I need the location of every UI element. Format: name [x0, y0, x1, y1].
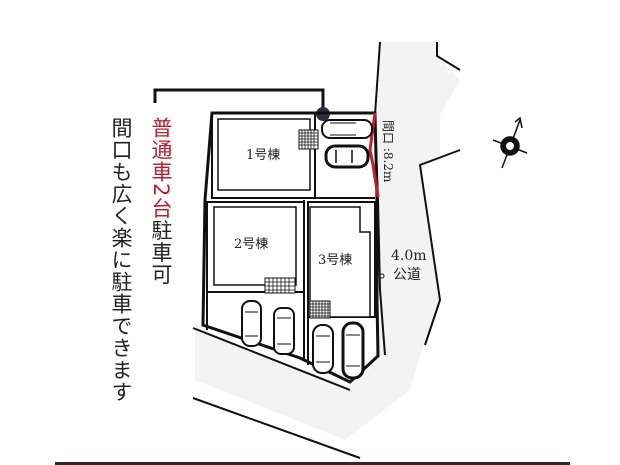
north-compass-icon — [492, 116, 528, 169]
lead-line — [153, 88, 325, 110]
car-icon — [321, 119, 373, 169]
frontage-label: 間口 :8.2m — [381, 120, 395, 183]
lot-2-building — [213, 206, 297, 286]
public-road — [195, 42, 460, 440]
lot-1-building — [217, 118, 311, 191]
subline: 間口も広く楽に駐車できます — [109, 117, 133, 403]
road-label: 公道 — [393, 267, 421, 283]
car-icon — [312, 321, 365, 380]
lot-3-label: 3号棟 — [318, 253, 352, 268]
lot-1-label: 1号棟 — [246, 148, 280, 163]
lot-2-label: 2号棟 — [234, 237, 268, 252]
lot-2-meter-grid — [264, 277, 296, 294]
lot-3-meter-grid — [309, 300, 331, 319]
car-icon — [241, 300, 295, 355]
road-width-label: 4.0m — [391, 248, 427, 264]
headline-black: 駐車可 — [149, 219, 173, 286]
bottom-divider — [55, 462, 570, 465]
headline: 普通車2台駐車可 — [149, 117, 173, 286]
headline-red: 普通車2台 — [149, 117, 173, 220]
lot-1-meter-grid — [298, 129, 319, 150]
